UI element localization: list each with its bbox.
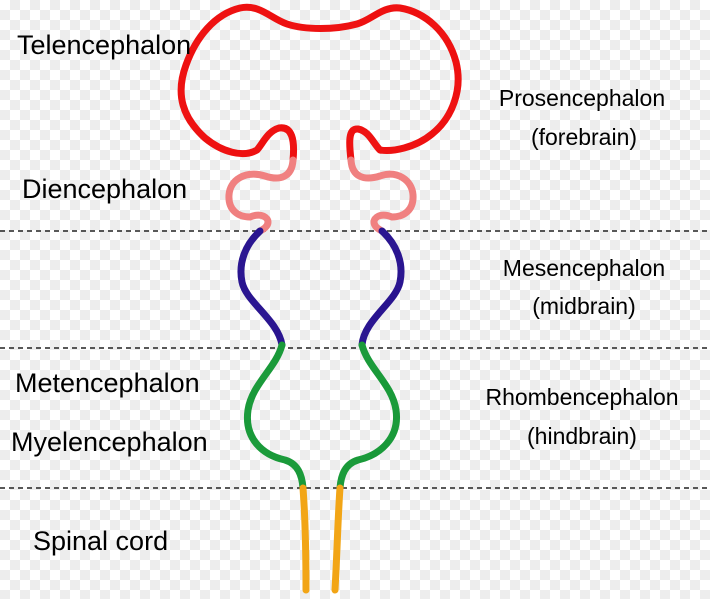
rhombencephalon-outline-right [336, 341, 400, 492]
mesencephalon-outline-left [237, 227, 286, 349]
rhombencephalon-outline-left [243, 341, 307, 492]
mesencephalon-outline-right [358, 227, 405, 349]
label-mesencephalon: Mesencephalon [503, 255, 665, 281]
spinal-cord-outline-left [299, 484, 310, 594]
spinal-cord-outline-right [331, 484, 344, 594]
diencephalon-outline-right [347, 156, 417, 235]
label-rhombencephalon: Rhombencephalon [485, 384, 678, 410]
label-spinal-cord: Spinal cord [33, 526, 168, 556]
label-diencephalon: Diencephalon [22, 174, 187, 204]
label-prosencephalon: Prosencephalon [499, 85, 665, 111]
label-midbrain: (midbrain) [532, 293, 636, 319]
label-metencephalon: Metencephalon [15, 368, 200, 398]
label-hindbrain: (hindbrain) [527, 423, 637, 449]
telencephalon-outline [177, 3, 462, 164]
label-forebrain: (forebrain) [531, 124, 637, 150]
diencephalon-outline-left [225, 156, 297, 235]
label-telencephalon: Telencephalon [17, 30, 191, 60]
label-myelencephalon: Myelencephalon [11, 427, 208, 457]
